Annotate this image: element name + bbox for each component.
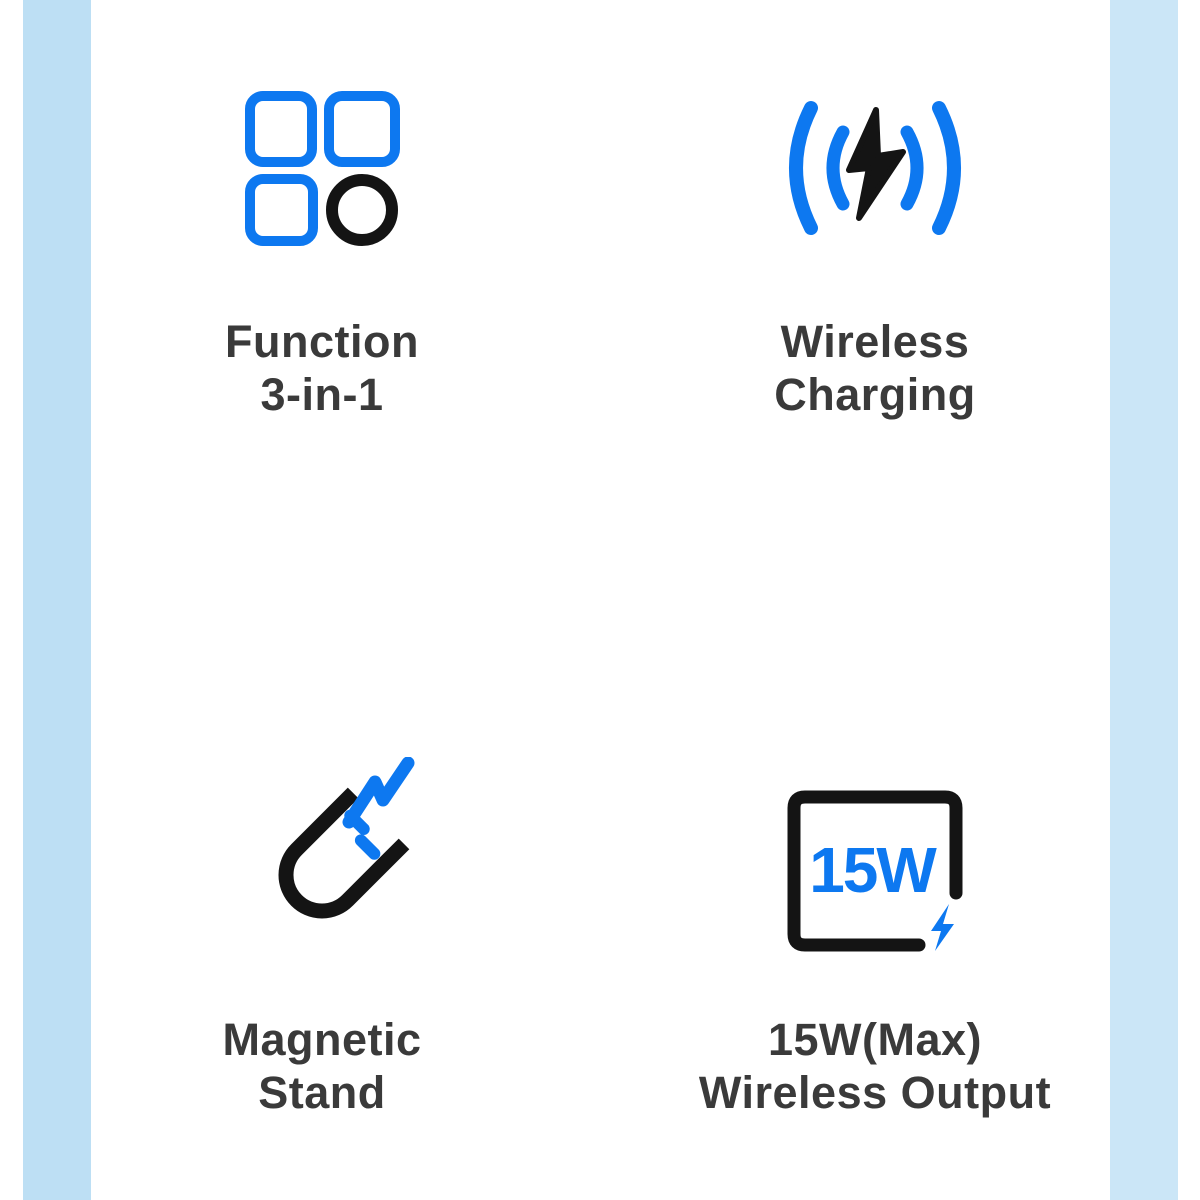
magnet-icon (278, 757, 415, 919)
feature-card-wireless-charging: Wireless Charging (615, 85, 1135, 421)
left-accent-bar (23, 0, 91, 1200)
feature-title-line2: Stand (258, 1067, 386, 1118)
15w-output-icon: 15W (787, 790, 963, 952)
icon-box (615, 85, 1135, 250)
feature-title: Wireless Charging (615, 315, 1135, 421)
feature-title: Magnetic Stand (62, 1013, 582, 1119)
icon-wattage-label: 15W (809, 834, 937, 906)
mini-bolt-icon (931, 904, 954, 951)
feature-title-line2: 3-in-1 (260, 369, 384, 420)
wireless-charging-icon (789, 100, 961, 235)
grid-3in1-icon (245, 90, 400, 246)
feature-title: Function 3-in-1 (62, 315, 582, 421)
feature-title-line2: Charging (774, 369, 976, 420)
icon-box: 15W (615, 752, 1135, 987)
feature-title-line2: Wireless Output (698, 1067, 1052, 1118)
icon-box (62, 85, 582, 250)
feature-card-15w-output: 15W 15W(Max) Wireless Output (615, 752, 1135, 1119)
spark-zigzag (342, 757, 415, 829)
feature-card-magnetic-stand: Magnetic Stand (62, 752, 582, 1119)
feature-title-line1: Magnetic (222, 1014, 422, 1065)
icon-box (62, 752, 582, 987)
right-accent-bar (1110, 0, 1178, 1200)
feature-title-line1: 15W(Max) (767, 1014, 983, 1065)
feature-title-line1: Function (225, 316, 419, 367)
feature-title: 15W(Max) Wireless Output (615, 1013, 1135, 1119)
feature-card-function-3in1: Function 3-in-1 (62, 85, 582, 421)
feature-title-line1: Wireless (780, 316, 970, 367)
